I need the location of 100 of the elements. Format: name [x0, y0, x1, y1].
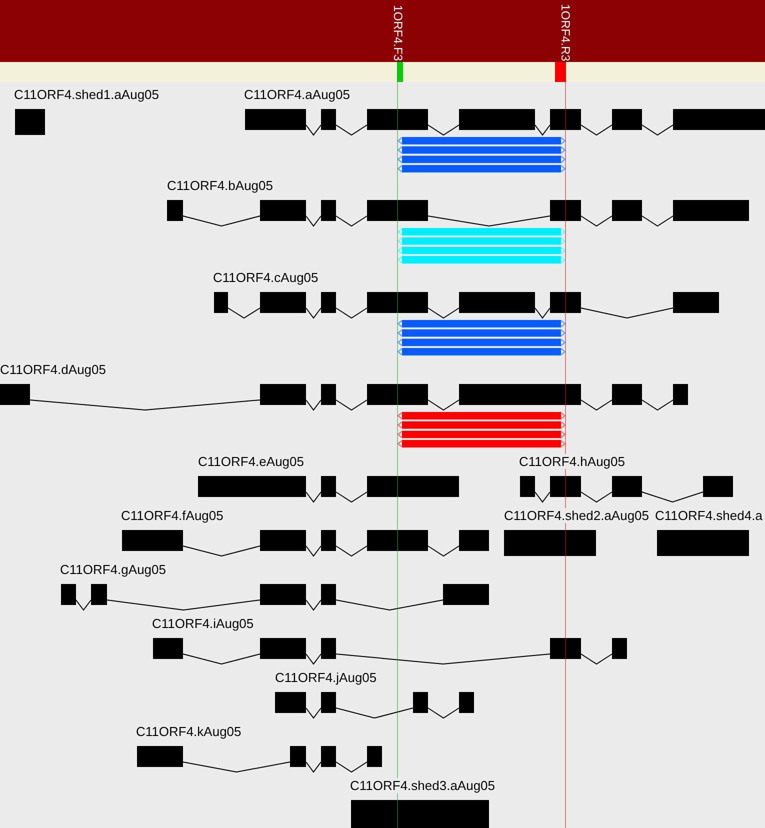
- exon-block: [275, 692, 306, 713]
- exon-block: [137, 746, 183, 767]
- intron-line: [336, 400, 368, 411]
- exon-block: [198, 476, 306, 497]
- intron-line: [182, 654, 260, 665]
- intron-line: [182, 762, 290, 772]
- intron-line: [642, 492, 704, 503]
- exon-block: [612, 200, 642, 221]
- intron-line: [428, 546, 460, 557]
- exon-block: [214, 292, 228, 313]
- exon-block: [15, 109, 45, 135]
- intron-line: [580, 492, 612, 503]
- exon-block: [504, 530, 596, 556]
- exon-block: [122, 530, 183, 551]
- exon-block: [367, 530, 428, 551]
- intron-line: [336, 546, 368, 557]
- exon-block: [459, 692, 474, 713]
- exon-block: [321, 584, 336, 605]
- intron-line: [428, 216, 550, 226]
- exon-block: [367, 200, 428, 221]
- exon-block: [550, 200, 581, 221]
- intron-line: [428, 124, 460, 136]
- intron-line: [306, 400, 322, 411]
- intron-line: [580, 216, 612, 227]
- exon-block: [673, 384, 688, 405]
- exon-block: [612, 109, 642, 130]
- exon-block: [153, 638, 183, 659]
- exon-block: [167, 200, 183, 221]
- intron-line: [428, 308, 460, 319]
- exon-block: [321, 746, 336, 767]
- exon-block: [321, 476, 336, 497]
- intron-line: [336, 654, 550, 664]
- exon-block: [260, 200, 306, 221]
- exon-block: [550, 638, 581, 659]
- exon-block: [550, 292, 581, 313]
- exon-block: [367, 384, 428, 405]
- intron-line: [580, 124, 612, 136]
- transcript-label: C11ORF4.shed2.aAug05: [504, 508, 650, 523]
- exon-block: [673, 200, 749, 221]
- transcript-label: C11ORF4.dAug05: [0, 362, 106, 377]
- transcript-label: C11ORF4.eAug05: [198, 454, 304, 469]
- primer-label: 1ORF4.R3: [558, 4, 572, 62]
- intron-line: [642, 216, 674, 227]
- intron-line: [580, 654, 612, 665]
- transcript-label: C11ORF4.bAug05: [167, 178, 273, 193]
- intron-line: [182, 546, 260, 557]
- intron-line: [336, 708, 414, 719]
- exon-block: [321, 292, 336, 313]
- exon-block: [321, 530, 336, 551]
- exon-block: [550, 109, 581, 130]
- exon-block: [443, 584, 489, 605]
- intron-line: [306, 708, 322, 719]
- exon-block: [367, 746, 382, 767]
- exon-block: [0, 384, 30, 405]
- exon-block: [245, 109, 306, 130]
- intron-line: [306, 308, 322, 319]
- exon-block: [260, 584, 306, 605]
- exon-block: [367, 292, 428, 313]
- intron-line: [336, 124, 368, 136]
- exon-block: [91, 584, 107, 605]
- exon-block: [550, 476, 581, 497]
- exon-block: [321, 384, 336, 405]
- intron-line: [534, 124, 550, 136]
- primer-label: 1ORF4.F3: [391, 5, 405, 62]
- intron-line: [428, 400, 460, 411]
- exon-block: [61, 584, 76, 605]
- transcript-label: C11ORF4.cAug05: [213, 270, 318, 285]
- intron-line: [306, 762, 322, 773]
- exon-block: [321, 109, 336, 130]
- intron-line: [580, 400, 612, 411]
- intron-line: [336, 216, 368, 227]
- intron-line: [336, 762, 368, 773]
- transcript-label: C11ORF4.hAug05: [519, 454, 625, 469]
- exon-block: [703, 476, 733, 497]
- exon-block: [459, 530, 489, 551]
- intron-line: [30, 400, 260, 410]
- intron-line: [306, 124, 322, 136]
- exon-block: [260, 384, 306, 405]
- intron-line: [76, 600, 92, 611]
- intron-line: [642, 400, 674, 411]
- exon-block: [612, 384, 642, 405]
- exon-block: [459, 292, 535, 313]
- intron-line: [306, 546, 322, 557]
- exon-block: [612, 638, 627, 659]
- exon-block: [520, 476, 535, 497]
- exon-block: [657, 530, 749, 556]
- intron-line: [306, 600, 322, 611]
- transcript-label: C11ORF4.jAug05: [275, 670, 377, 685]
- intron-line: [306, 216, 322, 227]
- exon-block: [673, 109, 765, 130]
- intron-line: [428, 708, 460, 719]
- transcript-label: C11ORF4.shed4.a: [655, 508, 762, 523]
- exon-block: [260, 530, 306, 551]
- exon-block: [260, 292, 306, 313]
- intron-line: [336, 600, 444, 610]
- exon-block: [612, 476, 642, 497]
- exon-block: [673, 292, 719, 313]
- intron-line: [306, 654, 322, 665]
- intron-line: [642, 124, 674, 136]
- intron-line: [336, 308, 368, 319]
